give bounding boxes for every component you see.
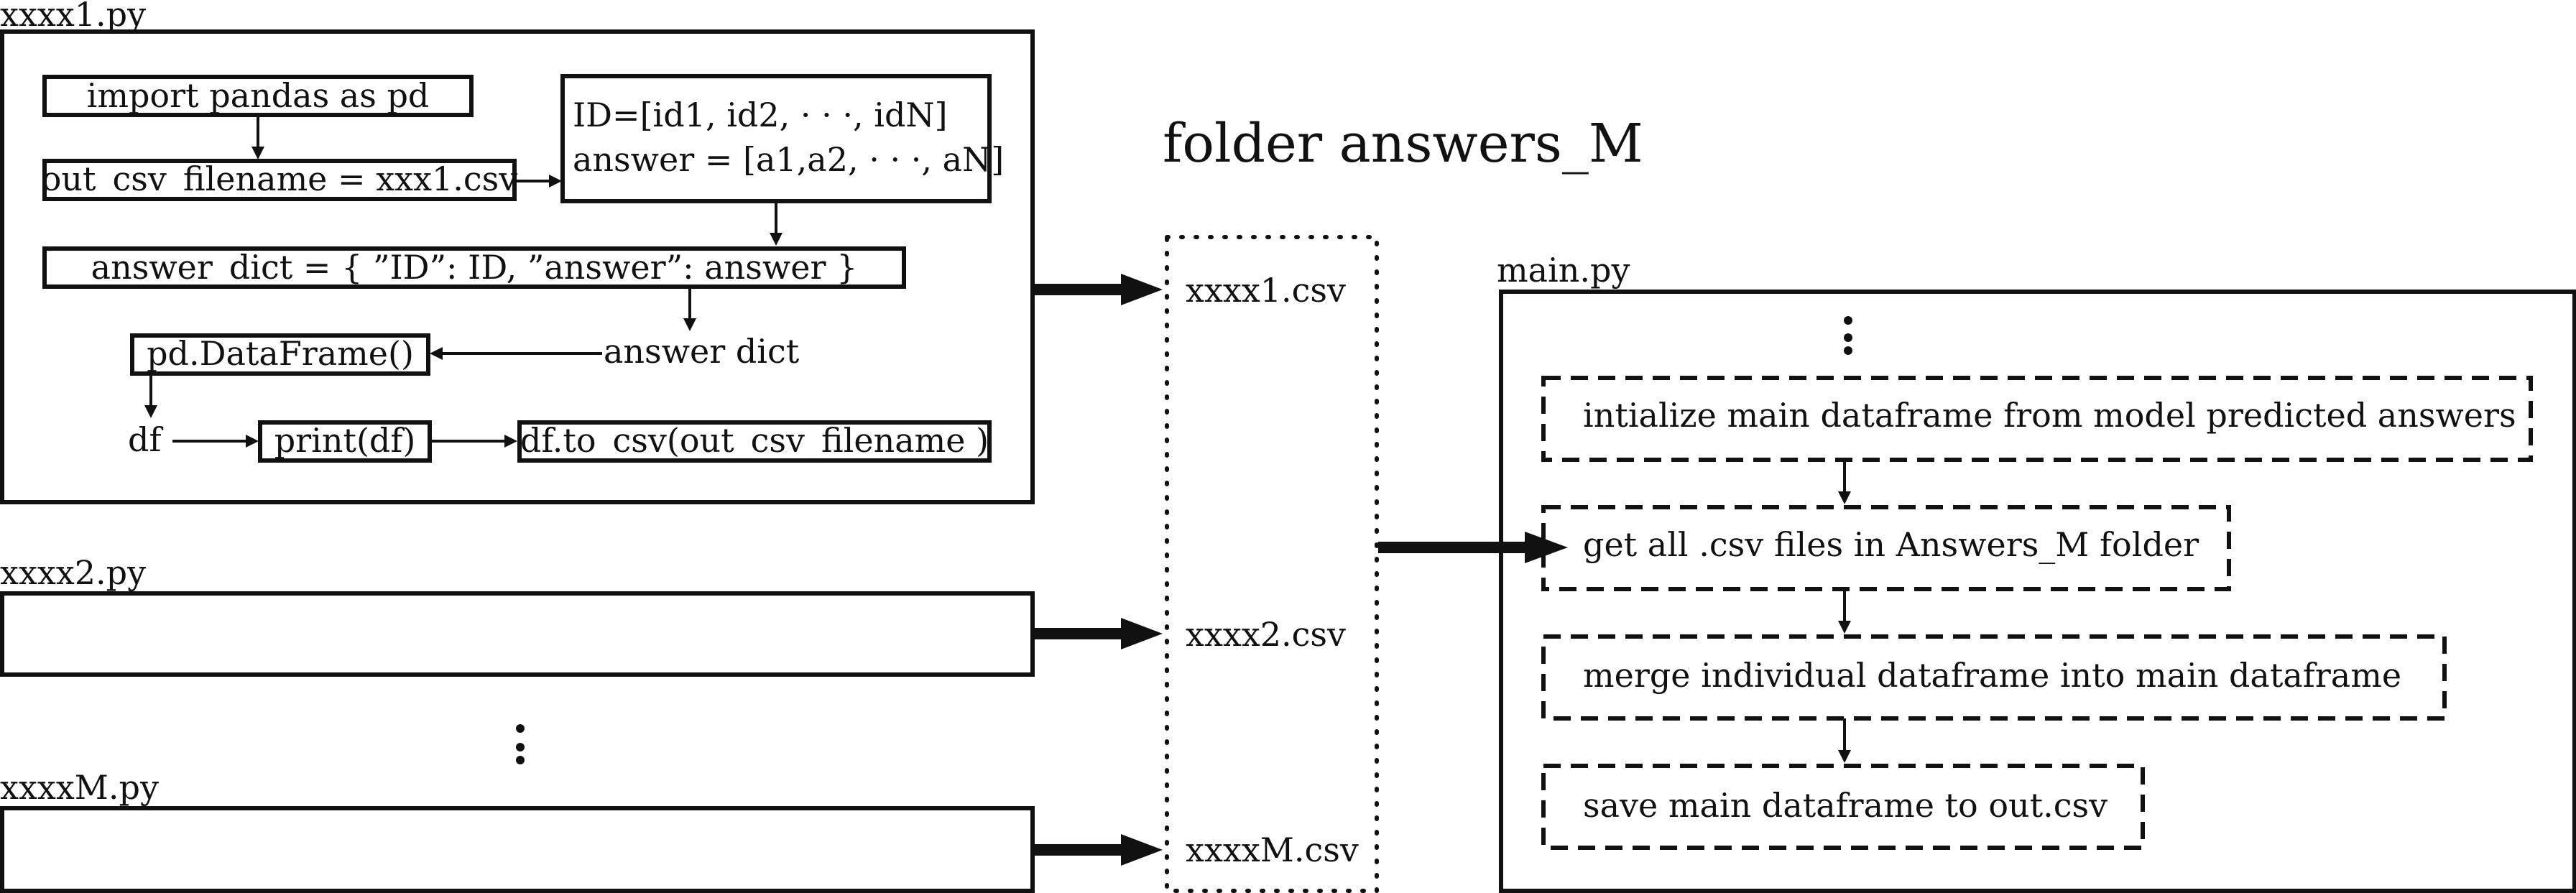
ellipsis-dot xyxy=(516,756,525,764)
file2-group: xxxx2.py xyxy=(0,553,1035,677)
arrowhead-print-to-tocsv xyxy=(504,435,517,448)
arrowhead-file2-to-folder xyxy=(1121,618,1163,649)
arrowhead-filename-to-idbox xyxy=(549,175,562,188)
arrowhead-init-to-getcsv xyxy=(1838,491,1851,504)
csv2-text: xxxx2.csv xyxy=(1186,615,1346,654)
ellipsis-dot xyxy=(516,743,525,751)
arrowhead-dataframe-to-df xyxy=(144,405,157,418)
arrowhead-df-to-print xyxy=(246,435,259,448)
folder-title: folder answers_M xyxy=(1163,113,1643,175)
folder-group: folder answers_M xxxx1.csv xxxx2.csv xxx… xyxy=(1163,113,1643,893)
main-box xyxy=(1499,290,2576,893)
file1-box xyxy=(0,29,1035,504)
id-list-text: ID=[id1, id2, · · ·, idN] xyxy=(573,96,948,134)
getcsv-step-box xyxy=(1541,505,2231,591)
file2-title: xxxx2.py xyxy=(0,553,146,592)
file1-group: xxxx1.py import pandas as pd out_csv_fil… xyxy=(0,0,1035,504)
df-text: df xyxy=(128,420,163,459)
arrowhead-merge-to-save xyxy=(1838,750,1851,763)
getcsv-step-text: get all .csv files in Answers_M folder xyxy=(1583,525,2199,564)
dataframe-step-text: pd.DataFrame() xyxy=(147,334,414,373)
init-step-text: intialize main dataframe from model pred… xyxy=(1583,396,2516,435)
dict-step-box xyxy=(42,246,906,289)
arrowhead-fileM-to-folder xyxy=(1121,834,1163,866)
folder-to-main-arrow xyxy=(1378,532,1568,563)
merge-step-box xyxy=(1541,634,2447,721)
tocsv-step-text: df.to_csv(out_csv_filename ) xyxy=(520,421,989,460)
ellipsis-dot xyxy=(1844,346,1852,355)
arrowhead-file1-to-folder xyxy=(1121,274,1163,305)
fileM-group: xxxxM.py xyxy=(0,768,1035,893)
file2-box xyxy=(0,591,1035,677)
fileM-box xyxy=(0,806,1035,893)
arrowhead-idbox-to-dict xyxy=(770,233,783,246)
main-ellipsis-icon xyxy=(1844,316,1852,355)
dataframe-step-box xyxy=(130,333,430,376)
csvM-text: xxxxM.csv xyxy=(1186,830,1359,869)
folder-box xyxy=(1165,235,1379,893)
fileM-title: xxxxM.py xyxy=(0,768,159,807)
save-step-box xyxy=(1541,764,2145,850)
filename-step-text: out_csv_filename = xxx1.csv xyxy=(42,159,518,198)
arrowhead-import-to-filename xyxy=(251,147,264,159)
csv1-text: xxxx1.csv xyxy=(1186,271,1346,310)
main-title: main.py xyxy=(1497,251,1630,290)
arrowhead-getcsv-to-merge xyxy=(1838,621,1851,634)
print-step-text: print(df) xyxy=(274,421,416,460)
arrowhead-folder-to-main xyxy=(1525,532,1568,563)
main-group: main.py intialize main dataframe from mo… xyxy=(1497,251,2576,893)
import-step-text: import pandas as pd xyxy=(87,76,430,115)
dictref-text: answer dict xyxy=(604,332,800,371)
tocsv-step-box xyxy=(517,420,992,463)
ellipsis-dot xyxy=(1844,333,1852,342)
answer-list-text: answer = [a1,a2, · · ·, aN] xyxy=(573,140,1004,179)
file-ellipsis-icon xyxy=(516,724,525,764)
file-to-folder-arrows xyxy=(1033,274,1163,866)
arrowhead-dict-to-dictref xyxy=(683,318,696,331)
ellipsis-dot xyxy=(516,724,525,733)
ellipsis-dot xyxy=(1844,316,1852,325)
arrowhead-dictref-to-dataframe xyxy=(430,347,443,360)
file1-title: xxxx1.py xyxy=(0,0,146,34)
merge-step-text: merge individual dataframe into main dat… xyxy=(1583,656,2401,695)
dict-step-text: answer_dict = { ”ID”: ID, ”answer”: answ… xyxy=(91,248,858,287)
init-step-box xyxy=(1541,376,2533,462)
save-step-text: save main dataframe to out.csv xyxy=(1583,786,2108,825)
